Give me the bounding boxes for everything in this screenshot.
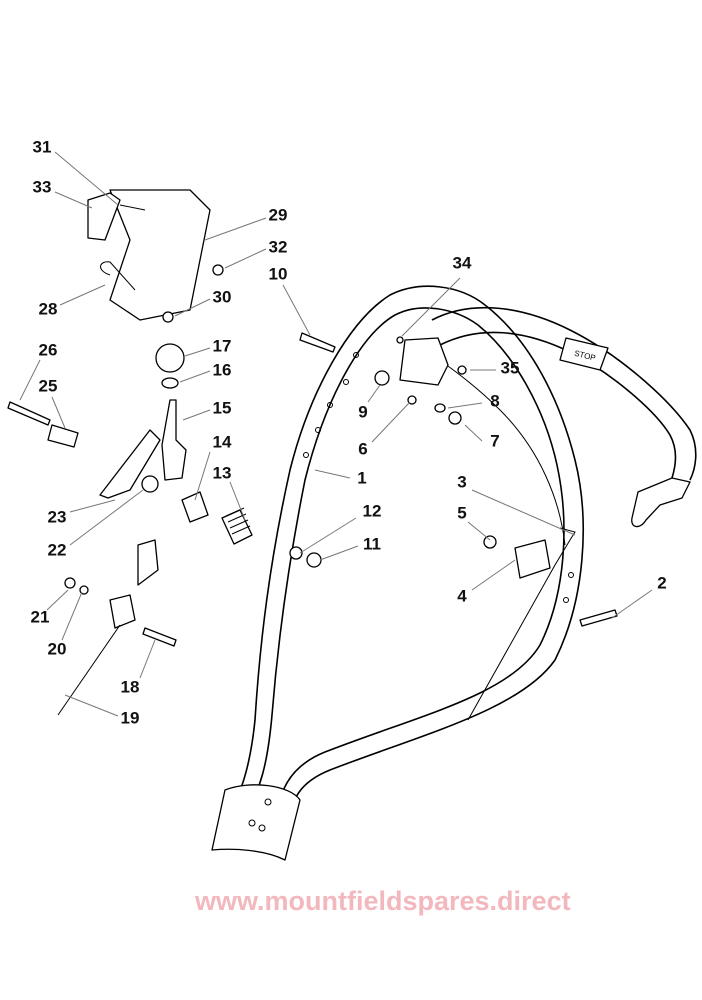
callout-2: 2 (657, 573, 666, 592)
callout-26: 26 (39, 340, 58, 359)
callout-18: 18 (121, 677, 140, 696)
callout-9: 9 (358, 402, 367, 421)
callout-32: 32 (269, 237, 288, 256)
callout-20: 20 (48, 639, 67, 658)
callout-1: 1 (357, 468, 366, 487)
clip (87, 192, 121, 241)
callout-19: 19 (121, 708, 140, 727)
callout-28: 28 (39, 299, 58, 318)
callout-8: 8 (490, 391, 499, 410)
callout-15: 15 (213, 398, 232, 417)
callout-7: 7 (490, 431, 499, 450)
callout-6: 6 (358, 439, 367, 458)
callout-23: 23 (48, 507, 67, 526)
callout-35: 35 (501, 358, 520, 377)
callout-4: 4 (457, 586, 467, 605)
callout-5: 5 (457, 503, 466, 522)
callout-13: 13 (213, 463, 232, 482)
callout-labels: 1 2 3 4 5 6 7 8 9 10 11 12 13 14 15 16 1… (31, 137, 667, 727)
callout-29: 29 (269, 205, 288, 224)
callout-11: 11 (363, 534, 381, 553)
callout-16: 16 (213, 360, 232, 379)
callout-25: 25 (39, 376, 58, 395)
callout-31: 31 (33, 137, 52, 156)
watermark: www.mountfieldspares.direct (194, 886, 571, 916)
callout-22: 22 (48, 540, 67, 559)
control-bracket (109, 189, 211, 321)
callout-21: 21 (31, 607, 50, 626)
callout-3: 3 (457, 472, 466, 491)
callout-12: 12 (363, 501, 382, 520)
small-parts (7, 189, 618, 721)
callout-17: 17 (213, 336, 232, 355)
callout-10: 10 (269, 264, 288, 283)
handle-frame: STOP (211, 285, 697, 861)
callout-34: 34 (453, 253, 472, 272)
leader-lines (19, 151, 653, 717)
callout-33: 33 (33, 177, 52, 196)
callout-30: 30 (213, 287, 232, 306)
callout-14: 14 (213, 432, 232, 451)
